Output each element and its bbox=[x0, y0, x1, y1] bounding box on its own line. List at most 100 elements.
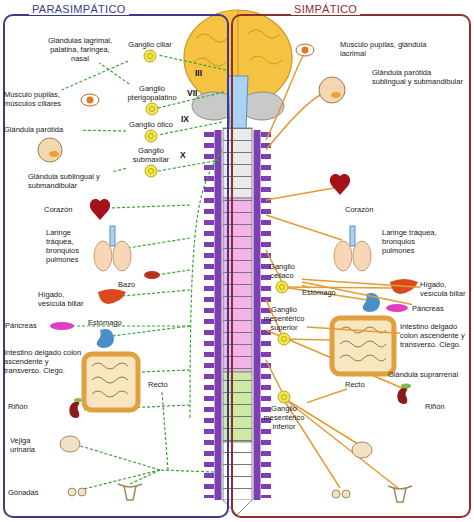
intestine-icon bbox=[84, 354, 138, 410]
nerve-connector bbox=[307, 327, 400, 333]
ganglion-core bbox=[148, 54, 153, 59]
organ-label: Recto bbox=[148, 380, 178, 389]
intestine-loops bbox=[340, 327, 386, 361]
organ-label-box: Corazón bbox=[44, 205, 84, 214]
gonad-icon bbox=[78, 488, 86, 496]
sacral-nerve bbox=[160, 470, 214, 472]
organ-label: Gónadas bbox=[8, 488, 52, 497]
intestine-icon bbox=[332, 318, 394, 374]
ganglion-symbol bbox=[144, 129, 158, 143]
nerve-trunk bbox=[215, 130, 222, 500]
nerve-connector bbox=[82, 130, 126, 132]
liver-icon bbox=[390, 279, 418, 294]
ganglion-core bbox=[282, 337, 287, 342]
ganglion: Ganglio ciliar bbox=[128, 40, 172, 63]
gonad-icon bbox=[342, 490, 350, 498]
ganglion-core bbox=[280, 285, 285, 290]
organ-label: Riñón bbox=[8, 402, 38, 411]
nerve-path bbox=[266, 188, 334, 200]
organ-label-box: Músculo pupilas, glándula lacrimal bbox=[340, 40, 432, 58]
uterus-icon bbox=[388, 486, 412, 502]
nerve-connector bbox=[99, 63, 129, 84]
organ-label-box: Hígado, vesícula biliar bbox=[420, 280, 470, 298]
face-icon bbox=[319, 77, 345, 103]
ganglion: Ganglio submaxilar bbox=[126, 146, 176, 178]
organ-label-box: Páncreas bbox=[412, 304, 452, 313]
nerve-path bbox=[140, 370, 190, 372]
nerve-connector bbox=[62, 61, 128, 90]
eye-iris bbox=[302, 47, 309, 54]
parasympathetic-nerves bbox=[72, 55, 226, 490]
organ-label: Corazón bbox=[345, 205, 385, 214]
cranial-nerve-number: IX bbox=[181, 114, 189, 124]
face-icon bbox=[38, 138, 62, 162]
nerve-path bbox=[130, 470, 160, 484]
system-panel: SIMPÁTICOMúsculo pupilas, glándula lacri… bbox=[231, 14, 471, 518]
organ-label-box: Páncreas bbox=[5, 321, 47, 330]
ganglion-core bbox=[282, 395, 287, 400]
cranial-nerve-number: X bbox=[180, 150, 186, 160]
nerve-connector bbox=[302, 282, 412, 304]
ganglion-label: Ganglio mesentérico superior bbox=[261, 305, 307, 332]
organ-label-box: Glándula parótida bbox=[4, 125, 82, 134]
ganglion-symbol bbox=[275, 280, 289, 294]
ganglion-symbol bbox=[145, 102, 159, 116]
organ-label-box: Hígado, vesícula biliar bbox=[38, 290, 92, 308]
organ-label-box: Glándula parótida sublingual y submandib… bbox=[372, 68, 464, 86]
brain-gyri bbox=[194, 30, 282, 66]
ganglion-circle bbox=[276, 281, 288, 293]
kidney-icon bbox=[397, 388, 407, 404]
organ-label: Glándula suprarrenal bbox=[388, 370, 470, 379]
nerve-connector bbox=[112, 168, 126, 172]
lung-icon bbox=[94, 241, 112, 271]
lung-icon bbox=[334, 241, 352, 271]
cranial-nerve-number: VII bbox=[187, 88, 197, 98]
organ-label: Páncreas bbox=[5, 321, 47, 330]
organ-label: Hígado, vesícula biliar bbox=[38, 290, 92, 308]
nerve-path bbox=[266, 94, 322, 150]
organ-label: Músculo pupilas, músculos ciliares bbox=[4, 90, 78, 108]
ganglion-circle bbox=[144, 50, 156, 62]
ganglion-label: Ganglio ciliar bbox=[128, 40, 172, 49]
bladder-icon bbox=[352, 442, 372, 458]
organ-label-box: Glándula sublingual y submandibular bbox=[28, 172, 124, 190]
nerve-path bbox=[282, 287, 392, 288]
organ-label-box: Intestino delgado colon ascendente y tra… bbox=[400, 322, 472, 349]
eye-iris bbox=[87, 97, 94, 104]
adrenal-icon bbox=[74, 398, 82, 402]
nerve-path bbox=[128, 238, 190, 248]
ganglion: Ganglio pterigopalatino bbox=[124, 84, 180, 116]
organ-label-box: Recto bbox=[345, 380, 375, 389]
ganglion-label: Ganglio submaxilar bbox=[126, 146, 176, 164]
organ-label-box: Corazón bbox=[345, 205, 385, 214]
ganglion: Ganglio celiaco bbox=[262, 262, 302, 294]
nerve-path bbox=[282, 397, 398, 488]
gland-icon bbox=[331, 92, 341, 98]
ganglion-symbol bbox=[144, 164, 158, 178]
organ-label-box: Intestino delgado colon ascendente y tra… bbox=[4, 348, 82, 375]
intestine-loops bbox=[92, 363, 128, 397]
cranial-nerve-number: III bbox=[195, 68, 202, 78]
nerve-path bbox=[282, 287, 368, 300]
nerve-path bbox=[266, 215, 342, 240]
ganglion-core bbox=[150, 107, 155, 112]
ganglion-symbol bbox=[143, 49, 157, 63]
pancreas-icon bbox=[50, 322, 74, 330]
organ-label-box: Gónadas bbox=[8, 488, 52, 497]
ganglion-symbol bbox=[277, 332, 291, 346]
organ-label: Glándula parótida bbox=[4, 125, 82, 134]
ganglion-label: Ganglio celiaco bbox=[262, 262, 302, 280]
organ-label: Corazón bbox=[44, 205, 84, 214]
trachea-icon bbox=[110, 226, 115, 246]
uterus-icon bbox=[118, 484, 142, 500]
organ-label-box: Estómago bbox=[88, 318, 130, 327]
organ-label-box: Laringe tráquea, bronquios pulmones bbox=[46, 228, 100, 264]
organ-label: Laringe tráquea, bronquios pulmones bbox=[46, 228, 100, 264]
organ-label: Vejiga urinaria bbox=[10, 436, 54, 454]
organ-label-box: Músculo pupilas, músculos ciliares bbox=[4, 90, 78, 108]
eye-icon bbox=[296, 44, 314, 56]
vagus-nerve bbox=[190, 150, 222, 420]
bladder-icon bbox=[60, 436, 80, 452]
organ-label: Estómago bbox=[302, 288, 342, 297]
ganglion-label: Ganglio mesentérico inferior bbox=[261, 404, 307, 431]
